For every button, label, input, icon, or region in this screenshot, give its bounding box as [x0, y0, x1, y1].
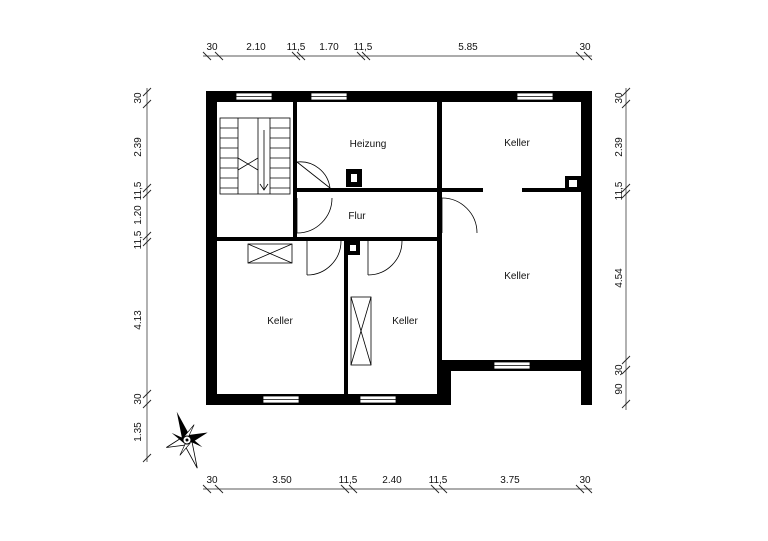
dim-left-2: 2.39	[133, 137, 144, 157]
dim-left-5: 11,5	[133, 230, 144, 249]
dim-bottom-6: 3.75	[500, 475, 520, 486]
dim-left-4: 1.20	[133, 205, 144, 225]
wall-keller-split	[522, 188, 581, 192]
shaft-horizontal	[247, 243, 293, 264]
dim-left-6: 4.13	[133, 310, 144, 330]
dim-right-3: 11,5	[614, 181, 625, 200]
wall-flur-south	[217, 237, 442, 241]
outer-wall-west	[206, 91, 217, 405]
dim-bottom-7: 30	[579, 475, 591, 486]
shaft-vertical	[350, 296, 372, 366]
dim-bottom-3: 11,5	[339, 475, 358, 486]
staircase	[219, 117, 291, 195]
dimension-chain-right: 30 2.39 11,5 4.54 30 90	[614, 87, 631, 410]
outer-wall-north	[206, 91, 592, 102]
dim-bottom-4: 2.40	[382, 475, 402, 486]
wall-keller-east	[437, 240, 442, 394]
dim-top-4: 1.70	[319, 42, 339, 53]
dim-top-6: 5.85	[458, 42, 478, 53]
room-label-keller-s: Keller	[392, 316, 418, 327]
dim-right-4: 4.54	[614, 268, 625, 288]
outer-wall-east	[581, 91, 592, 405]
wall-heizung-flur	[297, 188, 483, 192]
dimension-chain-top: 30 2.10 11,5 1.70 11,5 5.85 30	[202, 42, 593, 61]
dim-top-7: 30	[579, 42, 591, 53]
dim-bottom-1: 30	[206, 475, 218, 486]
outer-wall-south	[206, 394, 451, 405]
dim-top-2: 2.10	[246, 42, 266, 53]
dim-top-5: 11,5	[354, 42, 373, 53]
room-label-keller-sw: Keller	[267, 316, 293, 327]
dim-left-8: 1.35	[133, 422, 144, 442]
wall-keller-keller	[344, 241, 348, 394]
dim-bottom-5: 11,5	[429, 475, 448, 486]
dim-right-2: 2.39	[614, 137, 625, 157]
room-labels: Heizung Keller Flur Keller Keller Keller	[267, 138, 530, 327]
doors	[296, 161, 478, 276]
wall-heizung-keller	[437, 102, 442, 240]
room-label-keller-e: Keller	[504, 271, 530, 282]
dimension-chain-bottom: 30 3.50 11,5 2.40 11,5 3.75 30	[202, 475, 593, 494]
dim-top-3: 11,5	[287, 42, 306, 53]
dim-right-6: 90	[614, 383, 625, 395]
compass-rose-icon	[166, 411, 208, 469]
dim-right-1: 30	[614, 92, 625, 104]
windows	[235, 92, 554, 404]
room-label-flur: Flur	[348, 211, 366, 222]
dim-left-1: 30	[133, 92, 144, 104]
dim-left-7: 30	[133, 393, 144, 405]
outer-wall-step-vertical	[440, 360, 451, 405]
room-label-keller-ne: Keller	[504, 138, 530, 149]
dimension-chain-left: 30 2.39 11,5 1.20 11,5 4.13 30 1.35	[133, 87, 152, 463]
shafts	[247, 243, 372, 366]
dim-top-1: 30	[206, 42, 218, 53]
dim-right-5: 30	[614, 364, 625, 376]
wall-stair-heizung	[293, 102, 297, 239]
door-heizung	[296, 161, 331, 189]
dim-bottom-2: 3.50	[272, 475, 292, 486]
dim-left-3: 11,5	[133, 181, 144, 200]
room-label-heizung: Heizung	[350, 139, 387, 150]
